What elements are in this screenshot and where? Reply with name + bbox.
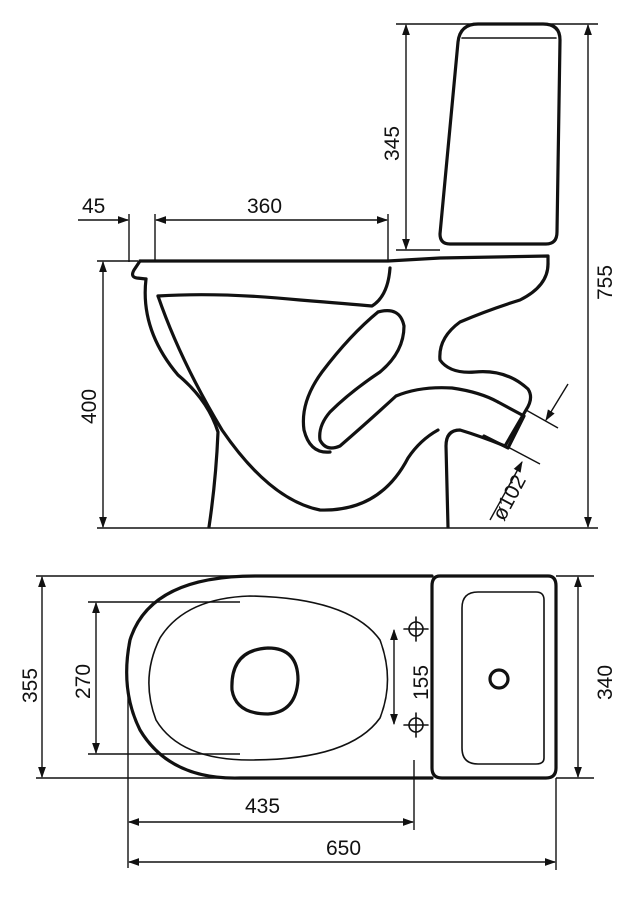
trap-passage-lower (301, 310, 380, 454)
dim-345-label: 345 (381, 126, 404, 161)
dim-435-label: 435 (245, 795, 280, 818)
dim-400-label: 400 (78, 389, 101, 424)
flush-button (488, 668, 510, 690)
bowl-top-outline (125, 574, 434, 780)
dim-155-label: 155 (410, 665, 433, 700)
dim-102-label: ø102 (488, 471, 531, 524)
dim-755-label: 755 (594, 265, 617, 300)
side-view: 45 360 345 755 400 ø102 (78, 22, 617, 529)
dim-102-arrow-bottom (489, 461, 523, 521)
trap-passage (318, 309, 500, 450)
dim-102-ext-1 (525, 409, 559, 429)
mounting-hole-top (403, 616, 429, 642)
outlet-pipe (482, 400, 526, 450)
bowl-inner-front (156, 294, 440, 512)
seat-outline (148, 595, 389, 761)
dim-270-label: 270 (72, 664, 95, 699)
tank-top-outline (430, 574, 558, 780)
rim-front-lip (130, 259, 148, 281)
dim-360-label: 360 (247, 195, 282, 218)
water-spot (230, 646, 300, 716)
dim-340-label: 340 (594, 665, 617, 700)
dim-355-label: 355 (19, 668, 42, 703)
dim-650-label: 650 (326, 837, 361, 860)
dim-102-ext-2 (505, 445, 541, 465)
dim-102-arrow-top (545, 383, 569, 421)
tank-inner-outline (461, 591, 545, 765)
bowl-inner (156, 266, 392, 308)
mounting-hole-bottom (403, 712, 429, 738)
cistern-outline (438, 22, 562, 246)
bowl-rim (138, 254, 550, 266)
dim-45-label: 45 (82, 195, 105, 218)
bowl-front (143, 277, 220, 529)
bowl-back (438, 262, 550, 529)
top-view: 155 355 270 340 435 650 (19, 574, 617, 870)
